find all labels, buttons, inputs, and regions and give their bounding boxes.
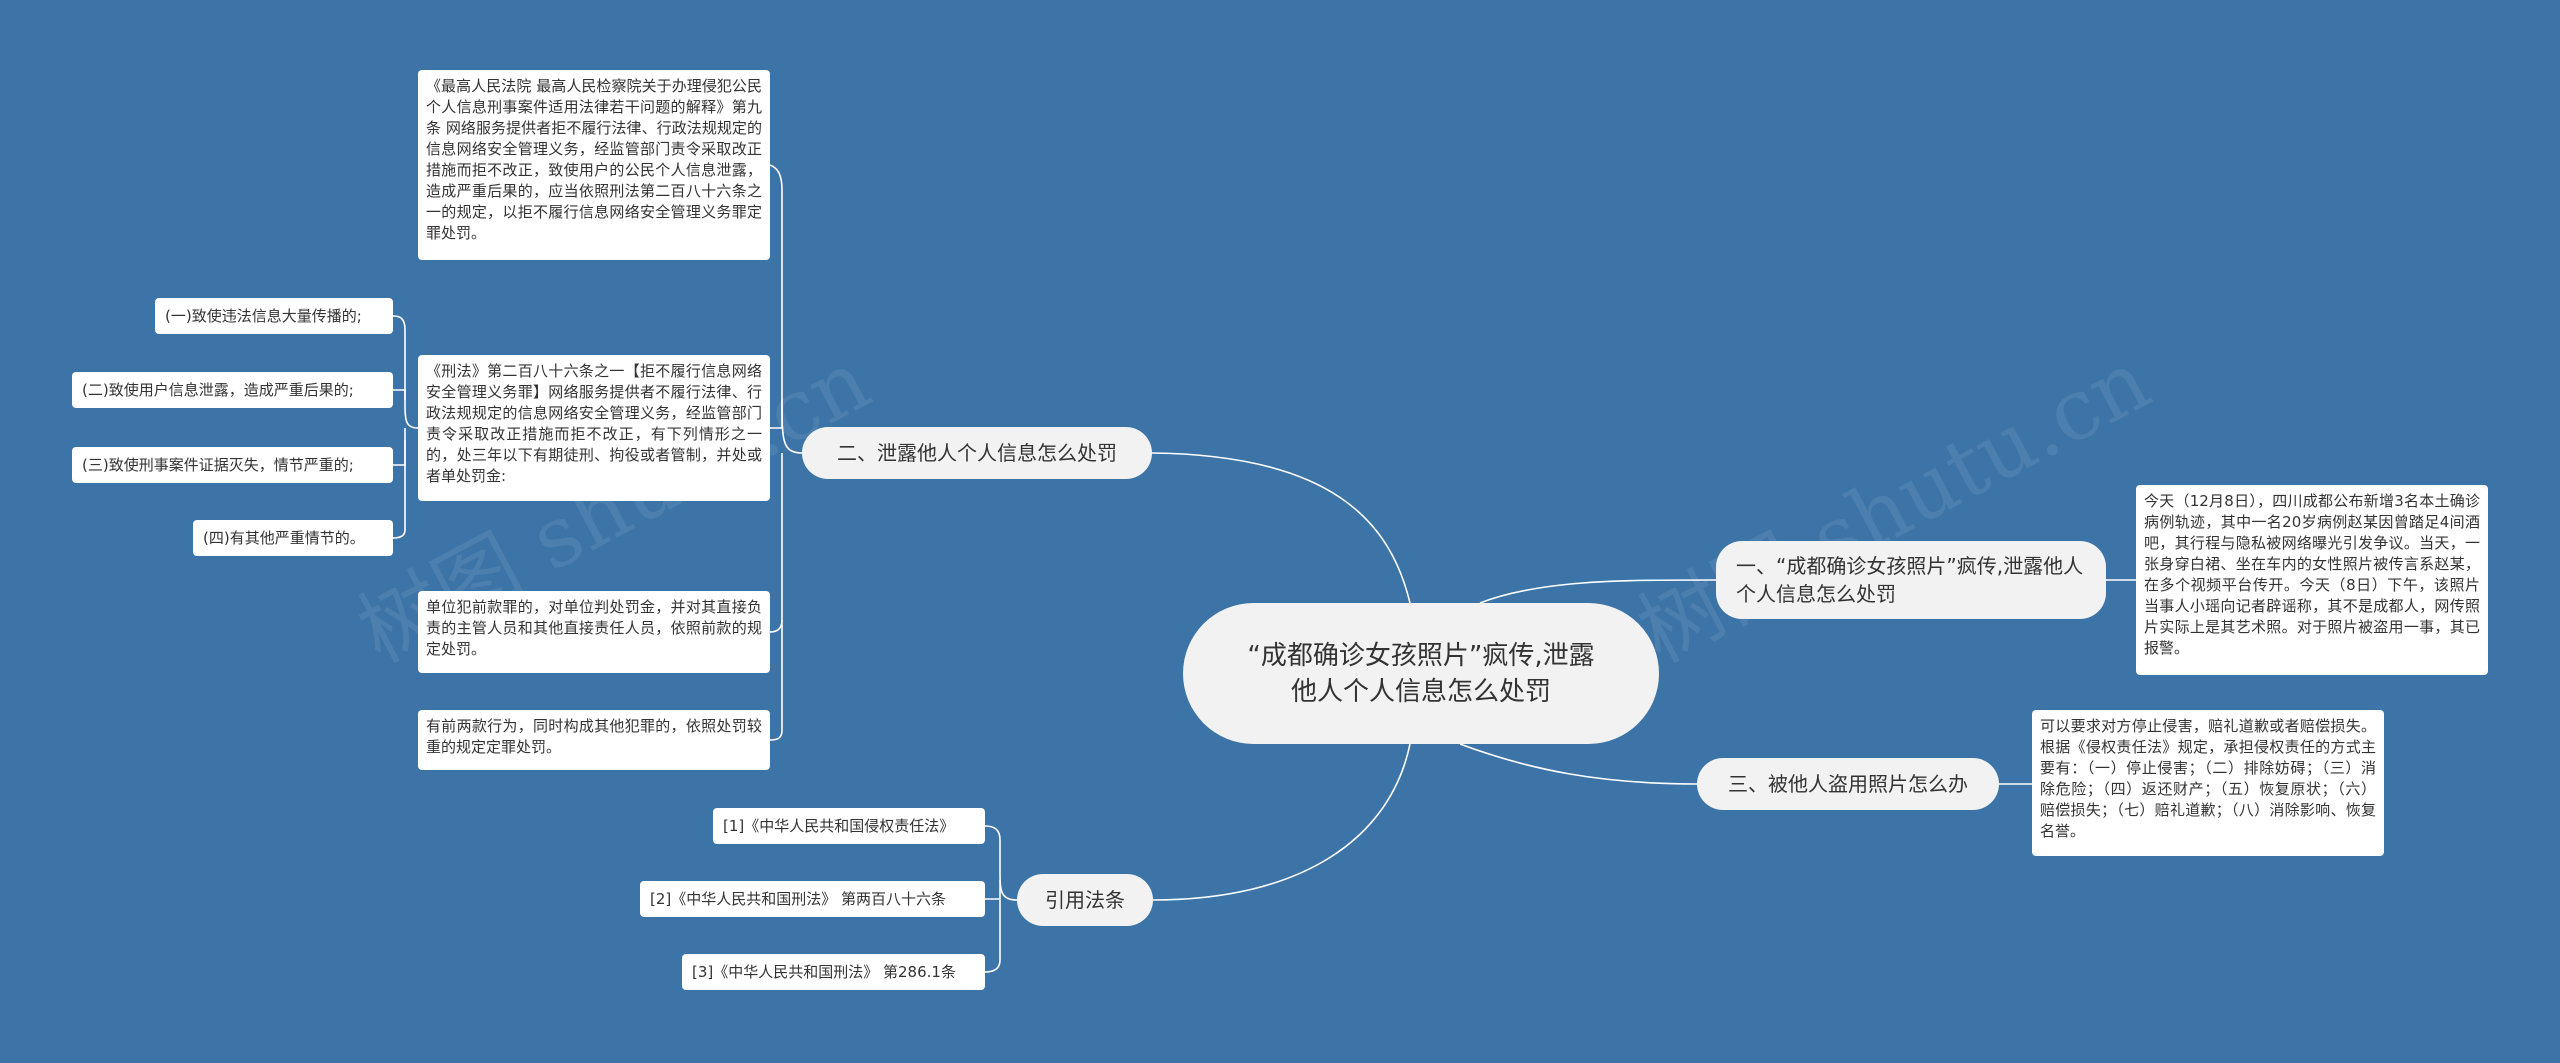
root-topic[interactable]: “成都确诊女孩照片”疯传,泄露他人个人信息怎么处罚: [1183, 603, 1659, 744]
branch-topic-4[interactable]: 引用法条: [1017, 874, 1153, 926]
connector-line: [985, 880, 1001, 900]
leaf-circumstance-3[interactable]: (三)致使刑事案件证据灭失，情节严重的;: [72, 447, 393, 483]
branch-topic-1[interactable]: 一、“成都确诊女孩照片”疯传,泄露他人个人信息怎么处罚: [1716, 541, 2106, 619]
connector-line: [984, 900, 1001, 973]
leaf-remedy[interactable]: 可以要求对方停止侵害，赔礼道歉或者赔偿损失。根据《侵权责任法》规定，承担侵权责任…: [2032, 710, 2384, 856]
leaf-judicial-interpretation[interactable]: 《最高人民法院 最高人民检察院关于办理侵犯公民个人信息刑事案件适用法律若干问题的…: [418, 70, 770, 260]
connector-line: [393, 389, 406, 400]
connector-line: [392, 440, 406, 539]
leaf-circumstance-2[interactable]: (二)致使用户信息泄露，造成严重后果的;: [72, 372, 393, 408]
connector-line: [1151, 452, 1411, 604]
leaf-ref-2[interactable]: [2]《中华人民共和国刑法》 第两百八十六条: [640, 881, 985, 917]
connector-line: [1479, 579, 1717, 604]
connector-line: [769, 453, 783, 633]
connector-line: [392, 315, 419, 429]
branch-topic-3[interactable]: 三、被他人盗用照片怎么办: [1697, 758, 1999, 810]
leaf-ref-1[interactable]: [1]《中华人民共和国侵权责任法》: [713, 808, 985, 844]
connector-line: [770, 400, 783, 429]
connector-line: [1459, 743, 1698, 785]
leaf-circumstance-1[interactable]: (一)致使违法信息大量传播的;: [155, 298, 393, 334]
connector-line: [1152, 743, 1411, 901]
leaf-concurrent-crime[interactable]: 有前两款行为，同时构成其他犯罪的，依照处罚较重的规定定罪处罚。: [418, 710, 770, 770]
connector-line: [984, 825, 1018, 901]
connector-line: [769, 164, 803, 454]
branch-topic-2[interactable]: 二、泄露他人个人信息怎么处罚: [802, 427, 1152, 479]
connector-line: [393, 428, 406, 466]
leaf-unit-crime[interactable]: 单位犯前款罪的，对单位判处罚金，并对其直接负责的主管人员和其他直接责任人员，依照…: [418, 591, 770, 673]
leaf-circumstance-4[interactable]: (四)有其他严重情节的。: [193, 520, 393, 556]
connector-line: [769, 620, 783, 741]
leaf-criminal-law-286[interactable]: 《刑法》第二百八十六条之一【拒不履行信息网络安全管理义务罪】网络服务提供者不履行…: [418, 355, 770, 501]
leaf-news-summary[interactable]: 今天（12月8日），四川成都公布新增3名本土确诊病例轨迹，其中一名20岁病例赵某…: [2136, 485, 2488, 675]
leaf-ref-3[interactable]: [3]《中华人民共和国刑法》 第286.1条: [682, 954, 985, 990]
